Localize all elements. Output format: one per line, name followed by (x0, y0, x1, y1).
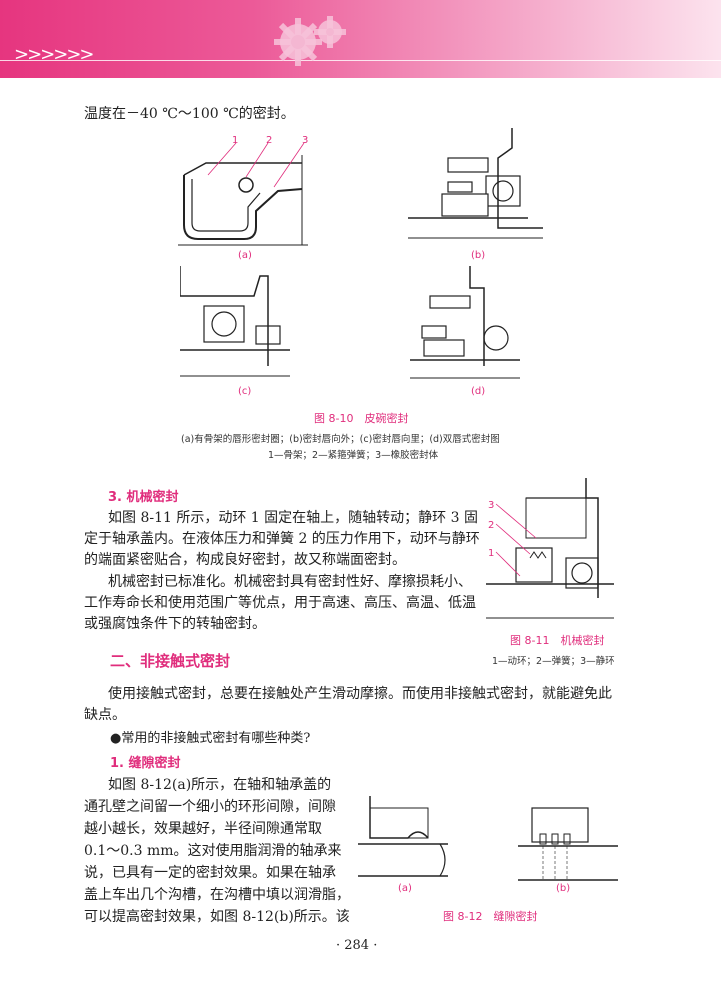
section2-p2-line6: 盖上车出几个沟槽，在沟槽中填以润滑脂， (84, 887, 350, 903)
section-3-title: 3. 机械密封 (108, 490, 179, 505)
section2-p2-line2: 通孔壁之间留一个细小的环形间隙，间隙 (84, 799, 336, 815)
fig12-sub-b: (b) (556, 883, 571, 894)
figure-8-11: 3 2 1 (486, 478, 614, 619)
figure-8-10b (408, 128, 543, 239)
fig10-label-2: 2 (266, 135, 272, 146)
section2-p2-line3: 越小越长，效果越好，半径间隙通常取 (84, 821, 322, 837)
page-number: · 284 · (336, 938, 378, 953)
fig10-label-3: 3 (302, 135, 308, 146)
section2-p2-line7: 可以提高密封效果，如图 8-12(b)所示。该 (84, 909, 350, 925)
fig11-note: 1—动环；2—弹簧；3—静环 (492, 656, 615, 667)
fig12-caption: 图 8-12 缝隙密封 (443, 910, 538, 923)
fig10-sub-a: (a) (238, 250, 252, 261)
section-2-title: 二、非接触式密封 (110, 652, 231, 670)
fig10-label-1: 1 (232, 135, 238, 146)
fig10-note-2: 1—骨架；2—紧箍弹簧；3—橡胶密封体 (268, 450, 439, 461)
figure-8-10d (410, 266, 520, 379)
subsection-1-title: 1. 缝隙密封 (110, 756, 181, 771)
section2-p2-line5: 说，已具有一定的密封效果。如果在轴承 (84, 865, 336, 881)
fig11-label-1: 1 (488, 548, 494, 559)
intro-line: 温度在－40 ℃～100 ℃的密封。 (84, 106, 295, 122)
header-rule (0, 60, 721, 61)
figure-8-12b (518, 807, 618, 881)
section3-p1-line1: 如图 8-11 所示，动环 1 固定在轴上，随轴转动；静环 3 固 (108, 510, 478, 526)
section2-p1-line1: 使用接触式密封，总要在接触处产生滑动摩擦。而使用非接触式密封，就能避免此 (108, 686, 612, 702)
fig11-caption: 图 8-11 机械密封 (510, 634, 605, 647)
fig10-sub-b: (b) (471, 250, 486, 261)
section2-p2-line1: 如图 8-12(a)所示，在轴和轴承盖的 (108, 777, 332, 793)
section2-p1-line2: 缺点。 (84, 707, 126, 723)
section3-p2-line2: 工作寿命长和使用范围广等优点，用于高速、高压、高温、低温 (84, 595, 476, 611)
section3-p2-line1: 机械密封已标准化。机械密封具有密封性好、摩擦损耗小、 (108, 574, 472, 590)
fig11-label-2: 2 (488, 520, 494, 531)
section3-p2-line3: 或强腐蚀条件下的转轴密封。 (84, 616, 266, 632)
header-chevrons: >>>>>> (14, 44, 94, 65)
section3-p1-line2: 定于轴承盖内。在液体压力和弹簧 2 的压力作用下，动环与静环 (84, 531, 480, 547)
fig12-sub-a: (a) (398, 883, 412, 894)
question-line: ●常用的非接触式密封有哪些种类? (110, 731, 311, 746)
fig10-caption: 图 8-10 皮碗密封 (314, 412, 409, 425)
gear-icon (274, 16, 346, 66)
fig10-sub-c: (c) (238, 386, 252, 397)
fig10-note-1: (a)有骨架的唇形密封圈；(b)密封唇向外；(c)密封唇向里；(d)双唇式密封图 (181, 434, 500, 445)
header-banner: >>>>>> (0, 0, 721, 78)
figure-8-10a: 1 2 3 (178, 135, 308, 246)
section2-p2-line4: 0.1～0.3 mm。这对使用脂润滑的轴承来 (84, 843, 342, 859)
section3-p1-line3: 的端面紧密贴合，构成良好密封，故又称端面密封。 (84, 552, 406, 568)
figure-8-12a (358, 796, 448, 877)
fig11-label-3: 3 (488, 500, 494, 511)
fig10-sub-d: (d) (471, 386, 486, 397)
figure-8-10c (180, 266, 290, 377)
